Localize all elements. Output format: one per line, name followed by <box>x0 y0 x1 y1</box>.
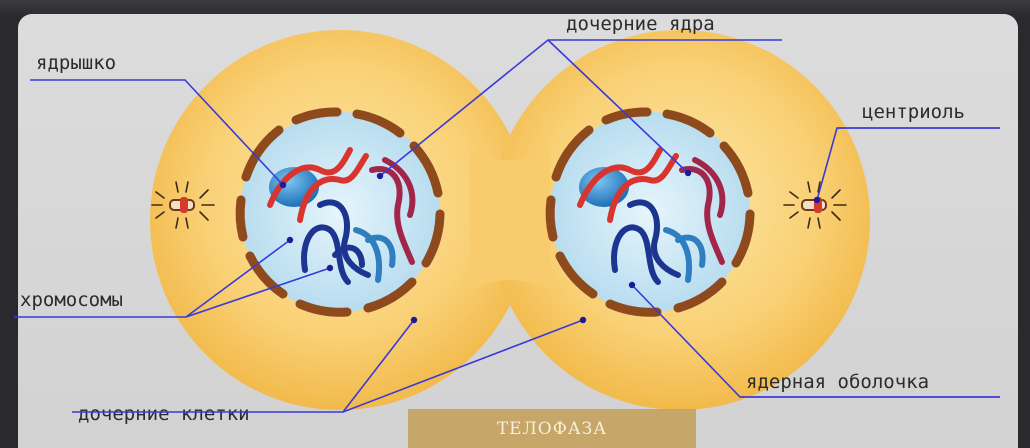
label-daughter-nuclei: дочерние ядра <box>566 13 715 35</box>
phase-title-box: ТЕЛОФАЗА <box>408 409 696 448</box>
phase-title: ТЕЛОФАЗА <box>497 419 607 439</box>
label-centriole: центриоль <box>862 101 965 123</box>
cleavage-bridge <box>470 150 550 290</box>
right-nucleus <box>550 112 750 312</box>
left-nucleus <box>240 112 440 312</box>
label-nucleolus: ядрышко <box>36 52 116 74</box>
label-daughter-cells: дочерние клетки <box>78 403 250 425</box>
label-chromosomes: хромосомы <box>20 289 123 311</box>
label-nuclear-envelope: ядерная оболочка <box>746 371 929 393</box>
